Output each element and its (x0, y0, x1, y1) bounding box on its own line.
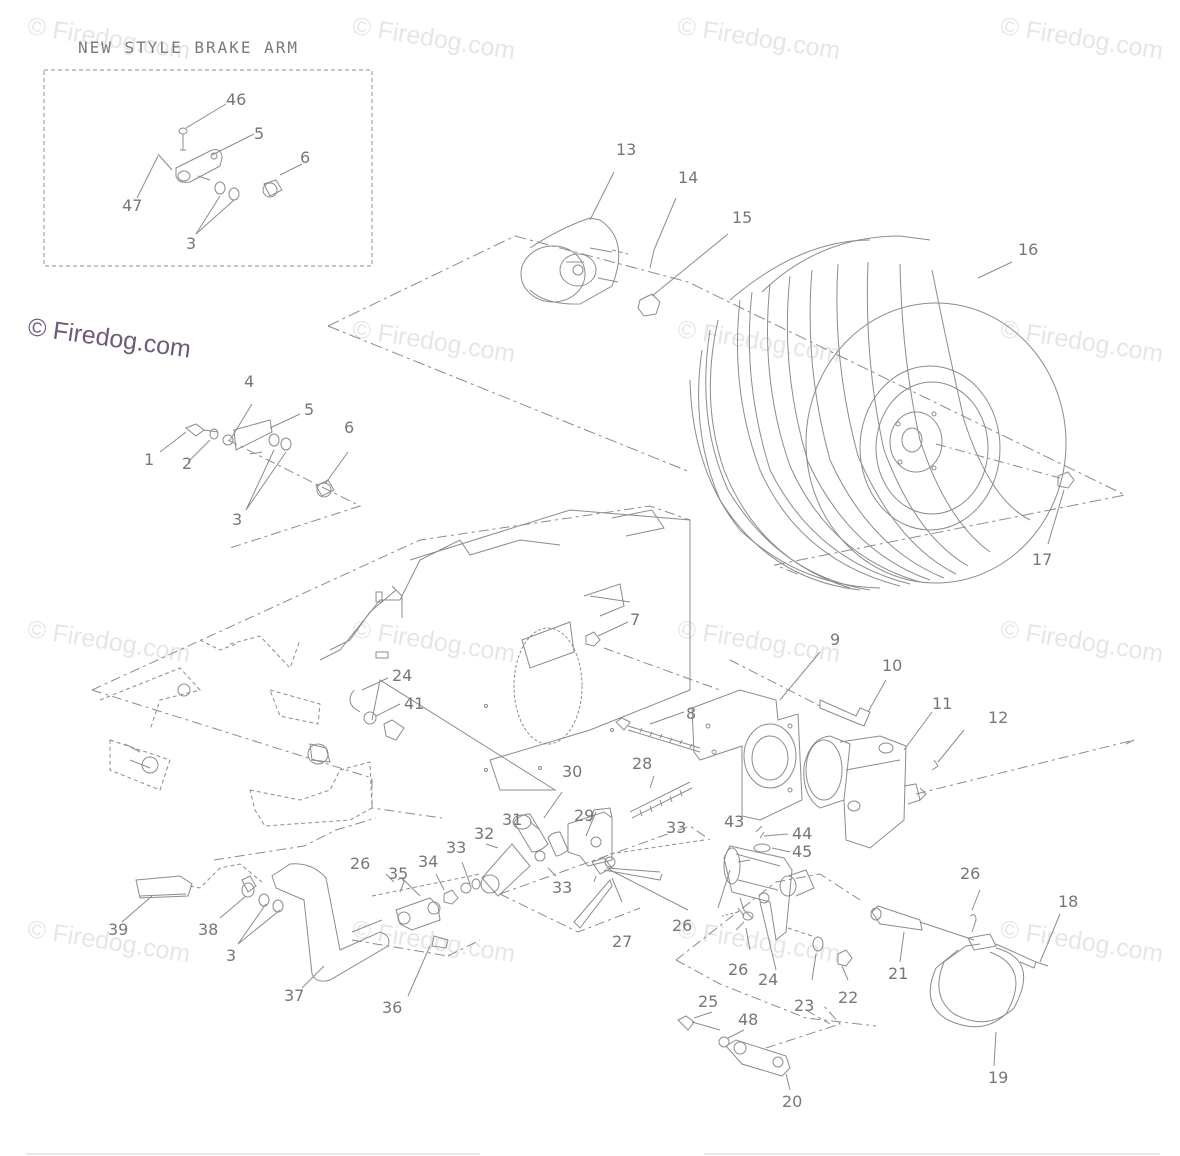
callout-46: 46 (226, 90, 247, 109)
callout-4: 4 (244, 372, 255, 391)
callout-26: 26 (350, 854, 371, 873)
callout-32: 32 (474, 824, 495, 843)
callout-37: 37 (284, 986, 305, 1005)
frame-plate (320, 510, 690, 790)
callout-3: 3 (186, 234, 197, 253)
callout-38: 38 (198, 920, 219, 939)
callout-47: 47 (122, 196, 143, 215)
callout-12: 12 (988, 708, 1009, 727)
callout-3: 3 (232, 510, 243, 529)
callout-19: 19 (988, 1068, 1009, 1087)
inset-frame (44, 70, 372, 266)
callout-36: 36 (382, 998, 403, 1017)
callout-35: 35 (388, 864, 409, 883)
callout-8: 8 (686, 704, 697, 723)
callout-39: 39 (108, 920, 129, 939)
callout-1: 1 (144, 450, 155, 469)
callout-44: 44 (792, 824, 813, 843)
callout-34: 34 (418, 852, 439, 871)
callout-21: 21 (888, 964, 909, 983)
brake-band (930, 944, 1023, 1027)
callout-28: 28 (632, 754, 653, 773)
callout-27: 27 (612, 932, 633, 951)
callout-30: 30 (562, 762, 583, 781)
motor-bracket (692, 690, 802, 820)
callout-7: 7 (630, 610, 641, 629)
wheel-hub (521, 218, 628, 304)
callout-25: 25 (698, 992, 719, 1011)
callout-5: 5 (254, 124, 265, 143)
callout-43: 43 (724, 812, 745, 831)
callout-33: 33 (666, 818, 687, 837)
callout-33: 33 (446, 838, 467, 857)
brake-arm-assembly (186, 420, 334, 497)
large-tire (690, 236, 1066, 590)
callout-5: 5 (304, 400, 315, 419)
callout-17: 17 (1032, 550, 1053, 569)
callout-23: 23 (794, 996, 815, 1015)
callout-45: 45 (792, 842, 813, 861)
callout-31: 31 (502, 810, 523, 829)
callout-18: 18 (1058, 892, 1079, 911)
callout-16: 16 (1018, 240, 1039, 259)
hydraulic-motor (804, 736, 926, 848)
callout-33: 33 (552, 878, 573, 897)
callout-20: 20 (782, 1092, 803, 1111)
brake-pedal (136, 864, 389, 981)
callout-13: 13 (616, 140, 637, 159)
callout-14: 14 (678, 168, 699, 187)
brake-clevis (724, 846, 814, 940)
callout-29: 29 (574, 806, 595, 825)
callout-26: 26 (672, 916, 693, 935)
callout-24: 24 (392, 666, 413, 685)
callout-26: 26 (728, 960, 749, 979)
callout-6: 6 (344, 418, 355, 437)
inset-title: NEW STYLE BRAKE ARM (78, 38, 300, 57)
callout-9: 9 (830, 630, 841, 649)
callout-15: 15 (732, 208, 753, 227)
callout-3: 3 (226, 946, 237, 965)
callout-24: 24 (758, 970, 779, 989)
callout-41: 41 (404, 694, 425, 713)
callout-2: 2 (182, 454, 193, 473)
callout-22: 22 (838, 988, 859, 1007)
callout-48: 48 (738, 1010, 759, 1029)
callout-6: 6 (300, 148, 311, 167)
inset-brake-arm (158, 128, 282, 200)
callout-10: 10 (882, 656, 903, 675)
callout-11: 11 (932, 694, 953, 713)
callout-26: 26 (960, 864, 981, 883)
